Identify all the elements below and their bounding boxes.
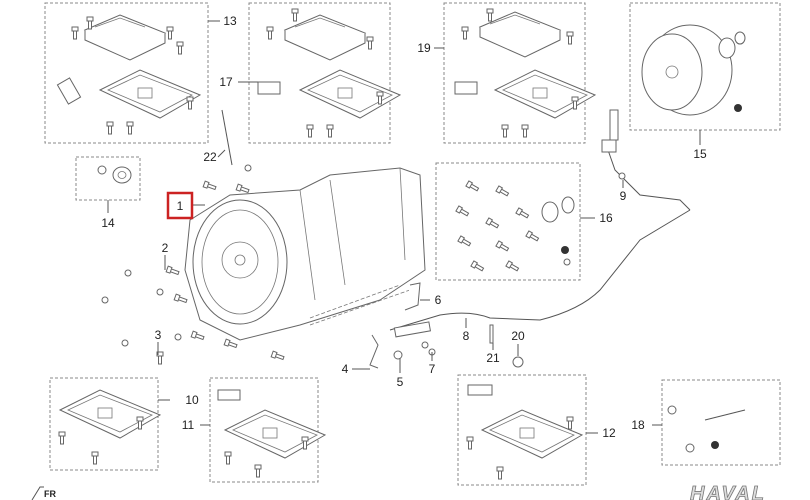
loose-bolts <box>101 180 285 365</box>
callout-16[interactable]: 16 <box>599 211 613 225</box>
callout-3[interactable]: 3 <box>155 328 162 342</box>
callout-11[interactable]: 11 <box>182 418 195 432</box>
haval-logo: HAVAL <box>690 483 766 500</box>
svg-text:FR: FR <box>44 489 56 499</box>
orientation-logo: FR <box>31 486 56 500</box>
leader-lines <box>157 149 624 373</box>
callout-21[interactable]: 21 <box>486 351 500 365</box>
group-box-10 <box>49 377 170 471</box>
shift-cable <box>369 109 691 369</box>
group-box-16 <box>435 162 595 281</box>
callout-8[interactable]: 8 <box>463 329 470 343</box>
callout-14[interactable]: 14 <box>101 216 115 230</box>
callout-4[interactable]: 4 <box>342 362 349 376</box>
group-box-12 <box>457 374 598 486</box>
callout-12[interactable]: 12 <box>602 426 616 440</box>
callout-5[interactable]: 5 <box>397 375 404 389</box>
selected-highlight-box <box>166 191 194 220</box>
group-box-18 <box>652 379 781 466</box>
callout-20[interactable]: 20 <box>511 329 525 343</box>
group-box-14 <box>75 156 141 213</box>
callout-1[interactable]: 1 <box>166 191 194 220</box>
group-box-13 <box>44 2 220 144</box>
callout-19[interactable]: 19 <box>417 41 431 55</box>
callout-17[interactable]: 17 <box>219 75 233 89</box>
callout-13[interactable]: 13 <box>223 14 237 28</box>
group-box-19 <box>434 2 596 144</box>
callout-9[interactable]: 9 <box>620 189 627 203</box>
group-box-15 <box>629 2 781 145</box>
callout-6[interactable]: 6 <box>435 293 442 307</box>
group-box-11 <box>200 377 326 483</box>
callout-10[interactable]: 10 <box>185 393 199 407</box>
callout-7[interactable]: 7 <box>429 362 436 376</box>
callout-2[interactable]: 2 <box>162 241 169 255</box>
transmission-assembly <box>184 109 426 341</box>
svg-text:1: 1 <box>177 199 184 213</box>
group-box-17 <box>238 2 401 144</box>
callout-18[interactable]: 18 <box>631 418 645 432</box>
callout-22[interactable]: 22 <box>203 150 217 164</box>
callout-15[interactable]: 15 <box>693 147 707 161</box>
